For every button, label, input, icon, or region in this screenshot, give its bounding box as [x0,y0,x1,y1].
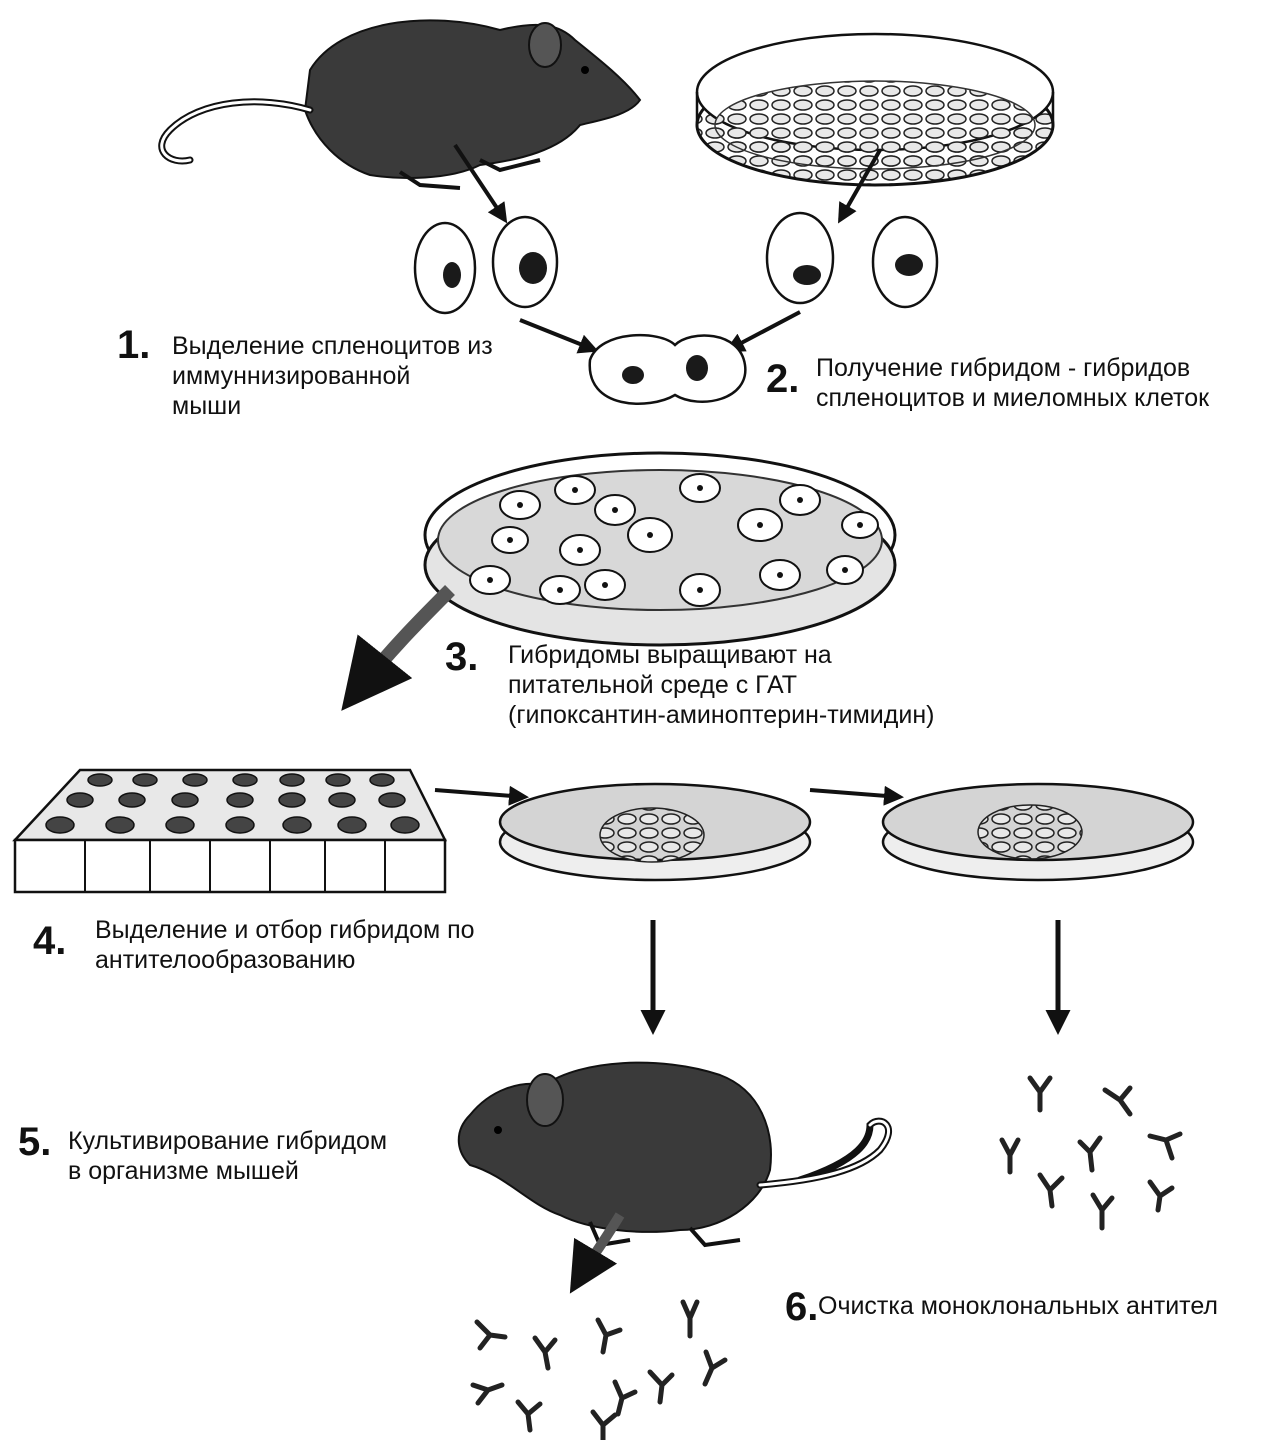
step-1-number: 1. [117,325,150,365]
step-3-text: Гибридомы выращивают на питательной сред… [508,640,934,730]
step-2-text: Получение гибридом - гибридов спленоцито… [816,353,1209,413]
arrow-icon [728,312,800,350]
cell-icon [767,213,833,303]
mouse-icon [162,20,640,188]
step-4-number: 4. [33,921,66,961]
step-3-number: 3. [445,637,478,677]
arrow-icon [350,590,450,700]
cell-icon [873,217,937,307]
cell-icon [493,217,557,307]
antibody-icon [1002,1078,1180,1228]
fused-cell-icon [590,335,746,404]
step-6-text: Очистка моноклональных антител [818,1291,1218,1321]
petri-dish-icon [500,784,810,880]
well-plate-icon [15,770,445,892]
step-1-text: Выделение спленоцитов из иммуннизированн… [172,331,493,421]
antibody-icon [473,1302,725,1440]
step-5-number: 5. [18,1122,51,1162]
step-2-number: 2. [766,359,799,399]
petri-dish-icon [883,784,1193,880]
step-5-text: Культивирование гибридом в организме мыш… [68,1126,387,1186]
arrow-icon [810,790,900,797]
step-4-text: Выделение и отбор гибридом по антителооб… [95,915,475,975]
cell-icon [415,223,475,313]
petri-dish-icon [425,453,895,645]
mouse-icon [459,1063,889,1245]
step-6-number: 6. [785,1287,818,1327]
arrow-icon [435,790,525,797]
arrow-icon [520,320,595,350]
